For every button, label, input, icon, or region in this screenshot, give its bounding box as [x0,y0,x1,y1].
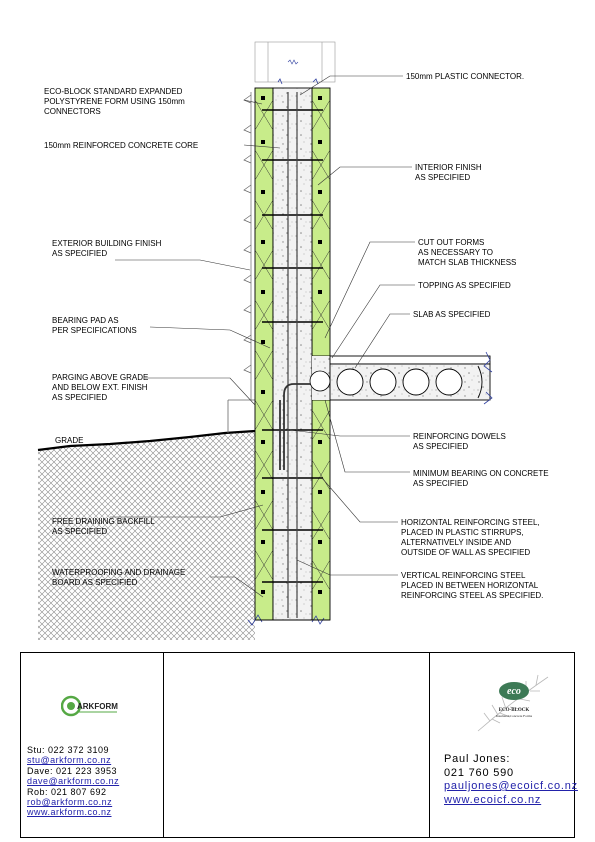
interior-foam-panel [311,87,331,621]
wall-section-drawing: ECO-BLOCK STANDARD EXPANDED POLYSTYRENE … [37,41,551,640]
label-slab: SLAB AS SPECIFIED [413,310,491,319]
eco-logo-text: eco [507,686,521,697]
label-interior-finish: INTERIOR FINISH AS SPECIFIED [415,163,484,182]
top-outline [254,41,336,85]
foam-web-pattern [254,99,331,591]
parging-outline [227,399,255,433]
arkform-contacts: Stu: 022 372 3109 stu@arkform.co.nz Dave… [27,745,119,818]
label-parging: PARGING ABOVE GRADE AND BELOW EXT. FINIS… [52,373,151,402]
label-min-bearing: MINIMUM BEARING ON CONCRETE AS SPECIFIED [413,469,551,488]
contact-dave-phone: Dave: 021 223 3953 [27,765,118,776]
label-dowels: REINFORCING DOWELS AS SPECIFIED [413,432,508,451]
exterior-cladding [243,92,252,400]
leader-lines [110,75,415,598]
arkform-logo-text: ARKFORM [77,702,118,711]
label-horizontal-steel: HORIZONTAL REINFORCING STEEL, PLACED IN … [401,518,542,557]
label-eco-block-form: ECO-BLOCK STANDARD EXPANDED POLYSTYRENE … [44,87,187,116]
label-waterproofing: WATERPROOFING AND DRAINAGE BOARD AS SPEC… [52,568,188,587]
foam-block-marks [261,96,322,594]
backfill-earth [37,429,256,640]
title-block: ARKFORM Stu: 022 372 3109 stu@arkform.co… [20,652,578,838]
label-plastic-connector: 150mm PLASTIC CONNECTOR. [406,72,524,81]
label-exterior-finish: EXTERIOR BUILDING FINISH AS SPECIFIED [52,239,164,258]
contact-eco-website[interactable]: www.ecoicf.co.nz [444,793,542,806]
contact-rob-phone: Rob: 021 807 692 [27,786,107,797]
blank-cell [164,653,430,837]
contact-paul-name: Paul Jones: [444,753,511,765]
label-concrete-core: 150mm REINFORCED CONCRETE CORE [44,141,198,150]
arkform-logo: ARKFORM [61,695,118,717]
eco-logo: eco ECO-BLOCK Insulated Concrete Forms [477,674,549,732]
contact-paul-email[interactable]: pauljones@ecoicf.co.nz [444,780,578,792]
eco-cell: eco ECO-BLOCK Insulated Concrete Forms P… [430,653,578,837]
label-bearing-pad: BEARING PAD AS PER SPECIFICATIONS [52,316,137,335]
contact-stu-email[interactable]: stu@arkform.co.nz [27,755,112,766]
label-backfill: FREE DRAINING BACKFILL AS SPECIFIED [52,517,157,536]
eco-brand: ECO-BLOCK [499,708,530,713]
label-topping: TOPPING AS SPECIFIED [418,281,511,290]
contact-paul-phone: 021 760 590 [444,766,514,779]
contact-rob-email[interactable]: rob@arkform.co.nz [27,797,113,808]
vertical-rebar [287,92,298,618]
label-cut-out-forms: CUT OUT FORMS AS NECESSARY TO MATCH SLAB… [418,238,516,267]
wall-bottom [247,614,330,626]
label-vertical-steel: VERTICAL REINFORCING STEEL PLACED IN BET… [401,571,543,600]
eco-tagline: Insulated Concrete Forms [496,714,533,718]
hollow-core-slab [309,351,493,405]
reinforcing-dowels [279,383,330,470]
eco-contacts: Paul Jones: 021 760 590 pauljones@ecoicf… [444,753,578,807]
contact-arkform-website[interactable]: www.arkform.co.nz [27,807,112,818]
contact-stu-phone: Stu: 022 372 3109 [27,745,110,755]
label-grade: GRADE [55,436,83,445]
contact-dave-email[interactable]: dave@arkform.co.nz [27,776,120,787]
arkform-cell: ARKFORM Stu: 022 372 3109 stu@arkform.co… [21,653,164,837]
